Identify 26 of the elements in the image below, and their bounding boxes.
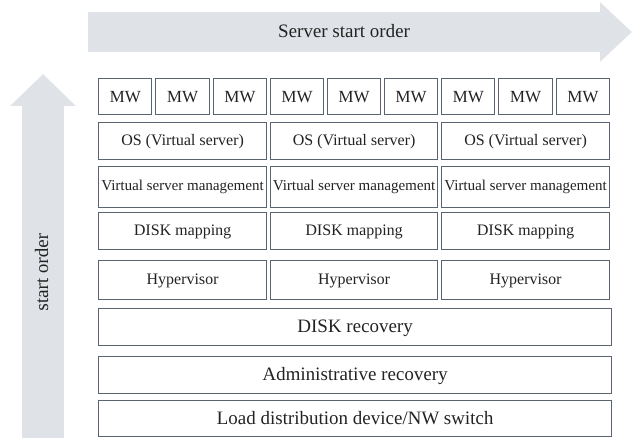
layer-box: Virtual server management <box>270 166 438 208</box>
layer-box: MW <box>98 78 152 115</box>
layer-box: MW <box>384 78 438 115</box>
arrow-label: start order <box>32 233 54 311</box>
layer-box: MW <box>441 78 496 115</box>
layer-box: Virtual server management <box>441 166 610 208</box>
layer-box: MW <box>212 78 267 115</box>
layer-box: Load distribution device/NW switch <box>98 400 612 437</box>
layer-box: MW <box>327 78 381 115</box>
layer-box: MW <box>498 78 553 115</box>
arrow-label: Server start order <box>278 21 410 43</box>
layer-box: MW <box>155 78 210 115</box>
layer-box: Hypervisor <box>441 260 610 300</box>
layer-box: DISK mapping <box>441 212 610 250</box>
layer-box: Virtual server management <box>98 166 267 208</box>
layer-box: OS (Virtual server) <box>270 122 438 160</box>
layer-box: Administrative recovery <box>98 356 612 394</box>
layer-box: DISK mapping <box>98 212 267 250</box>
layer-box: MW <box>556 78 610 115</box>
layer-box: OS (Virtual server) <box>98 122 267 160</box>
layer-box: Hypervisor <box>270 260 438 300</box>
layer-box: MW <box>270 78 324 115</box>
layer-box: DISK recovery <box>98 308 612 346</box>
layer-box: OS (Virtual server) <box>441 122 610 160</box>
layer-box: DISK mapping <box>270 212 438 250</box>
layer-box: Hypervisor <box>98 260 267 300</box>
